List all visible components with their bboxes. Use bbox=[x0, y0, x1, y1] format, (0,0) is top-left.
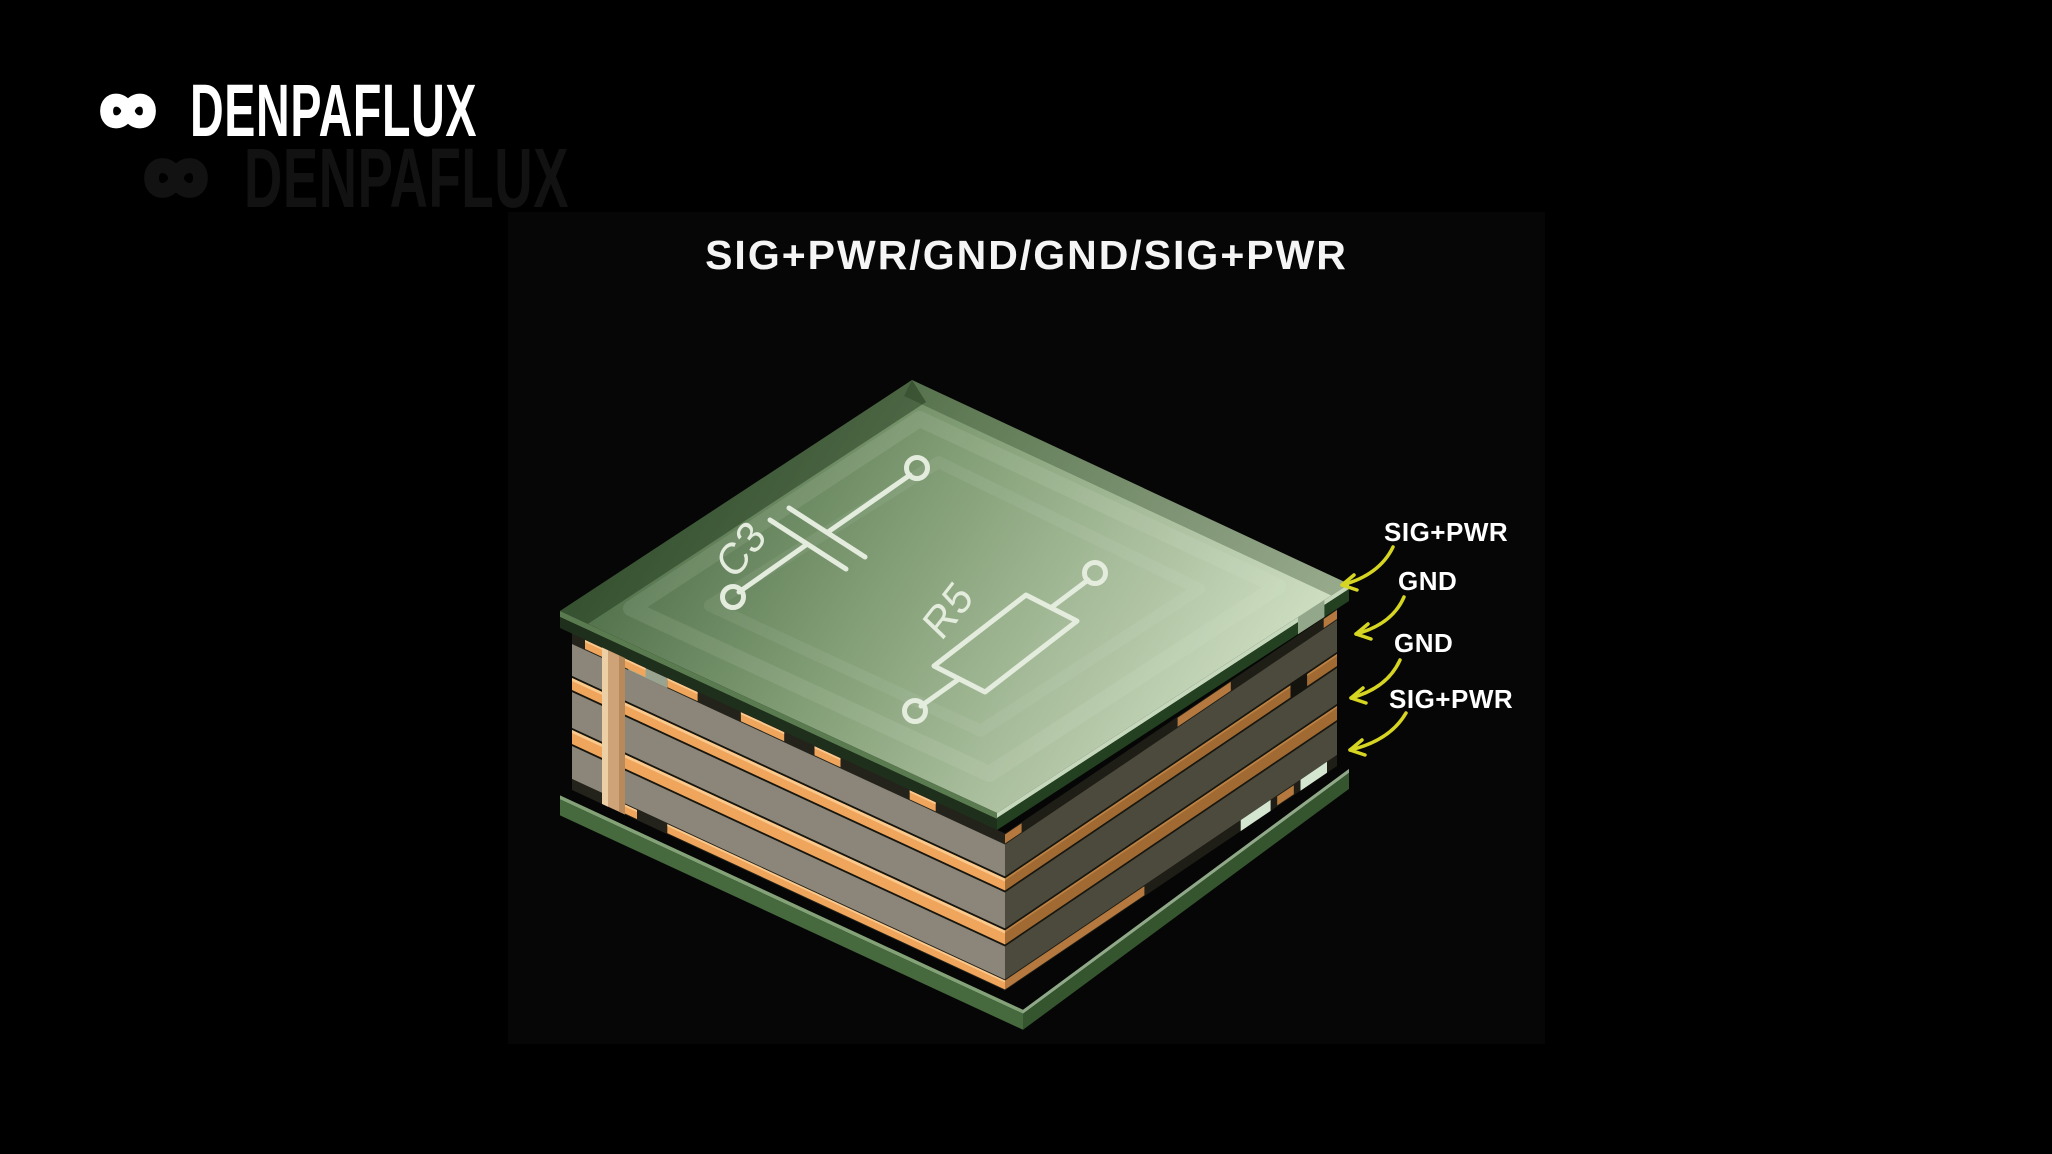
pcb-trace-bevel-left bbox=[667, 824, 1005, 983]
pcb-mint-pad-right bbox=[1300, 761, 1327, 791]
pcb-trace-right bbox=[1005, 886, 1145, 990]
pcb-trace-bevel-left bbox=[667, 678, 698, 695]
pcb-top-board-edge-left bbox=[560, 611, 997, 819]
pcb-trace-right bbox=[1277, 785, 1294, 806]
resistor-lead-top bbox=[1049, 577, 1091, 610]
pcb-copper-bevel-left bbox=[572, 730, 1005, 934]
pcb-copper-bevel-right bbox=[1005, 706, 1337, 933]
capacitor-plate-1 bbox=[786, 505, 868, 560]
pcb-trace-left bbox=[585, 640, 603, 657]
pcb-top-surface bbox=[560, 380, 1349, 813]
pcb-top-face bbox=[560, 380, 1349, 813]
pcb-trace-left bbox=[814, 746, 841, 768]
pcb-bottom-board-right bbox=[1023, 772, 1349, 1030]
pcb-trace-bevel-left bbox=[814, 746, 841, 761]
pcb-bottom-board-left bbox=[560, 799, 1023, 1030]
infinity-loop-icon bbox=[100, 93, 156, 129]
pcb-trace-bevel-left bbox=[909, 790, 936, 805]
pcb-top-edge-shade-left bbox=[560, 380, 926, 633]
arrow-to-gnd-2 bbox=[1349, 658, 1402, 700]
pcb-trace-recess-right bbox=[1005, 609, 1337, 845]
arrowhead-bottom-copper bbox=[1348, 738, 1367, 757]
pcb-core-right bbox=[1005, 722, 1337, 980]
brand-logo: DENPAFLUX bbox=[86, 74, 646, 148]
pcb-core-left bbox=[572, 692, 1005, 929]
pcb-bottom-board-edge-right bbox=[1023, 768, 1349, 1014]
pcb-via-highlight bbox=[602, 646, 608, 807]
pcb-top-board-edge-right bbox=[997, 584, 1349, 818]
pcb-top-board-right bbox=[997, 589, 1349, 830]
pcb-trace-left bbox=[740, 712, 785, 742]
pcb-core-right bbox=[1005, 668, 1337, 929]
stackup-title: SIG+PWR/GND/GND/SIG+PWR bbox=[705, 232, 1348, 278]
layer-label-sig-pwr-bottom: SIG+PWR bbox=[1389, 684, 1514, 714]
pcb-core-left bbox=[572, 644, 1005, 877]
pcb-copper-bevel-right bbox=[1005, 654, 1337, 881]
pcb-trace-right bbox=[1323, 610, 1337, 628]
layer-label-gnd-2: GND bbox=[1394, 628, 1454, 658]
pcb-trace-bevel-left bbox=[624, 658, 646, 671]
arrowhead-gnd-2 bbox=[1349, 686, 1368, 705]
pcb-trace-bevel-left bbox=[740, 712, 785, 735]
capacitor-lead-bottom bbox=[736, 542, 809, 595]
pcb-mint-pad-right bbox=[1240, 799, 1271, 832]
arrow-to-top-copper bbox=[1340, 545, 1395, 587]
arrowhead-gnd-1 bbox=[1354, 622, 1373, 641]
capacitor-pad-bottom bbox=[720, 584, 746, 610]
pcb-trace-left bbox=[909, 790, 936, 812]
pcb-via-shade bbox=[619, 654, 625, 815]
pcb-pad-patch-top-right bbox=[1298, 600, 1325, 635]
pcb-core-left bbox=[572, 746, 1005, 980]
logo-ghost-text: DENPAFLUX bbox=[244, 131, 570, 225]
pcb-layer-stack bbox=[560, 584, 1349, 1030]
pcb-copper-plane-right bbox=[1005, 654, 1337, 891]
pcb-trace-left bbox=[667, 824, 1005, 990]
layer-pointer-arrows bbox=[1340, 545, 1408, 757]
brand-logo-text: DENPAFLUX bbox=[190, 69, 478, 152]
pcb-copper-plane-left bbox=[572, 730, 1005, 945]
pcb-trace-right bbox=[1177, 681, 1231, 727]
pcb-copper-gap-right bbox=[1290, 672, 1308, 700]
layer-label-gnd-1: GND bbox=[1398, 566, 1458, 596]
pcb-top-edge-shade-right bbox=[904, 380, 1349, 600]
layer-label-sig-pwr-top: SIG+PWR bbox=[1384, 517, 1509, 547]
arrowhead-top-copper bbox=[1340, 573, 1359, 592]
pcb-copper-plane-right bbox=[1005, 706, 1337, 945]
arrow-to-bottom-copper bbox=[1348, 711, 1408, 752]
pcb-trace-left bbox=[624, 658, 646, 678]
resistor-lead-bottom bbox=[918, 676, 962, 709]
resistor-body bbox=[931, 592, 1080, 695]
pcb-trace-left bbox=[667, 678, 698, 702]
arrow-to-gnd-1 bbox=[1354, 595, 1406, 636]
infinity-loop-icon bbox=[144, 158, 208, 198]
capacitor-lead-top bbox=[825, 472, 913, 535]
logo-ghost: DENPAFLUX bbox=[128, 136, 760, 220]
pcb-trace-bevel-left bbox=[585, 640, 603, 650]
pcb-pour-contour-outer bbox=[623, 411, 1286, 782]
pcb-bottom-board-edge-left bbox=[560, 795, 1023, 1014]
resistor-pad-top bbox=[1082, 560, 1108, 586]
pcb-trace-right bbox=[1005, 823, 1022, 844]
resistor-pad-bottom bbox=[902, 698, 928, 724]
capacitor-pad-top bbox=[904, 455, 930, 481]
pcb-top-board-left bbox=[560, 617, 997, 830]
pcb-copper-bevel-left bbox=[572, 678, 1005, 882]
pcb-core-right bbox=[1005, 620, 1337, 877]
